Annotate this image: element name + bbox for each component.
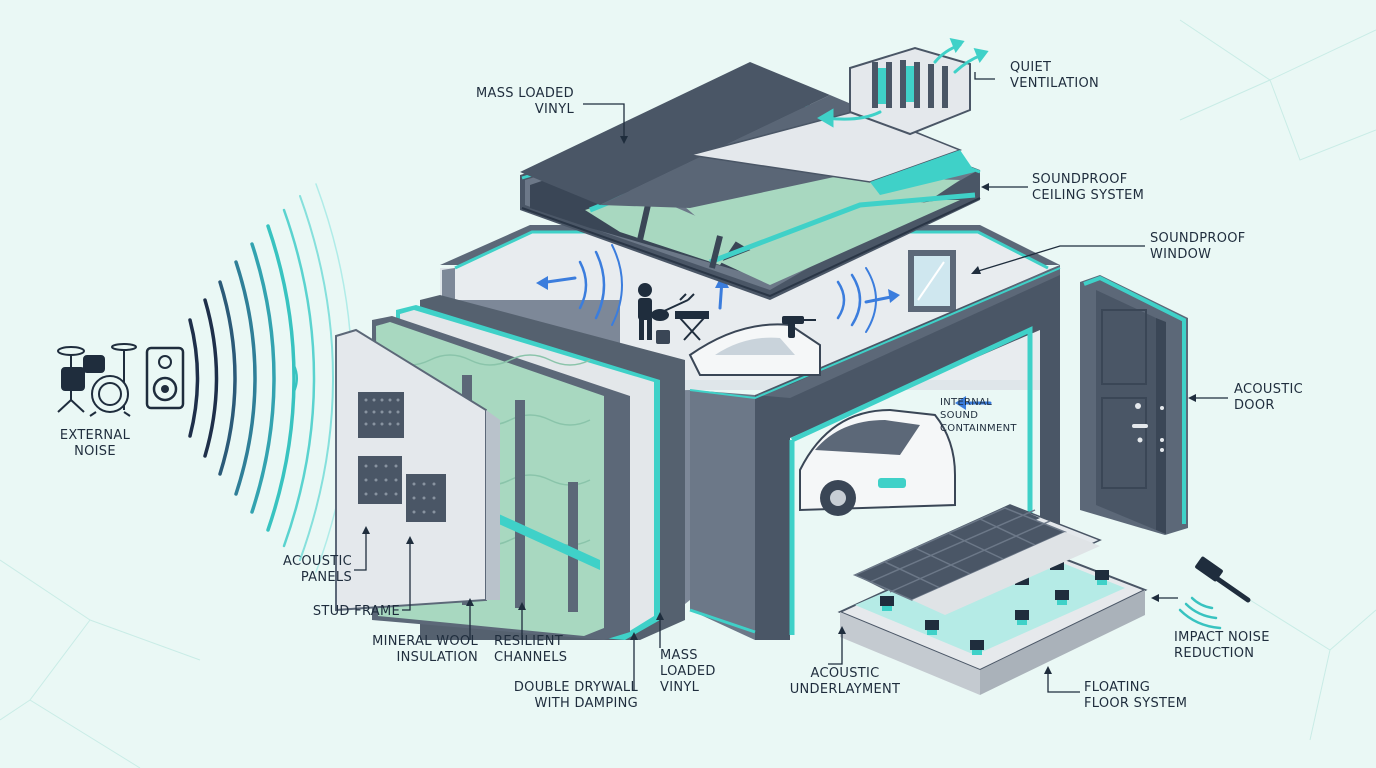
drum-kit-icon [57,343,137,417]
drill-icon [782,316,816,338]
hammer-icon [1195,556,1251,603]
background-pattern [0,19,1376,768]
leader-arrowheads [362,136,1196,674]
keyboard-icon [675,293,709,341]
car-icon [688,323,956,516]
guitarist-icon [638,283,689,344]
acoustic-door [1080,275,1188,535]
front-wall [689,265,1061,640]
soundproof-window-frame [908,250,956,312]
label-stud-frame: STUD FRAME [312,604,400,619]
floating-floor-system [837,504,1148,695]
airflow-arrows [817,37,989,128]
speaker-icon [145,346,185,410]
sound-waves [188,183,353,573]
internal-sound-arrows [536,244,992,410]
wall-layers [335,268,690,640]
leader-lines [354,72,1228,693]
acoustic-panels [358,392,446,522]
impact-waves [1178,596,1222,630]
